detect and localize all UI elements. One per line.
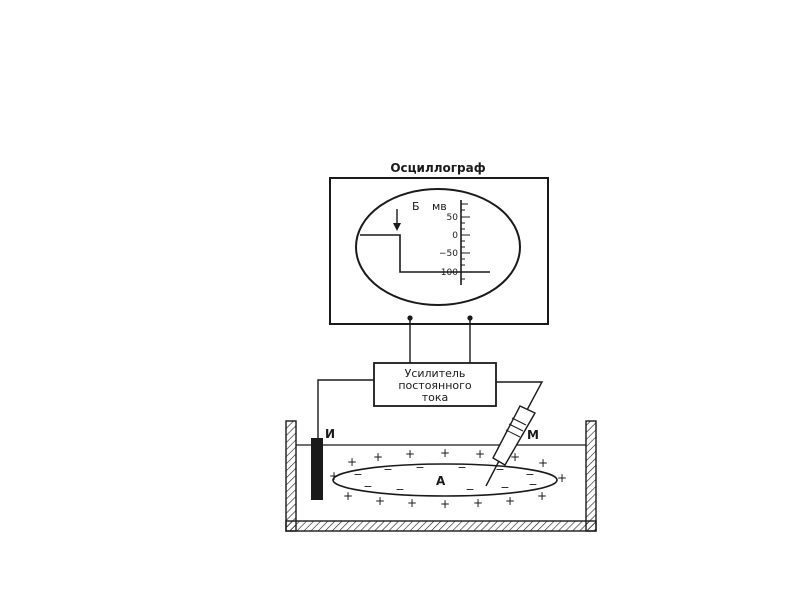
svg-text:−: − (525, 468, 534, 481)
svg-text:+: + (537, 489, 547, 503)
tick-label: −100 (433, 268, 458, 278)
amplifier-box (373, 362, 497, 407)
svg-text:+: + (538, 456, 548, 470)
screen-unit-label: мв (432, 200, 447, 213)
svg-text:+: + (347, 455, 357, 469)
electrode-label: И (325, 427, 335, 441)
svg-text:+: + (473, 496, 483, 510)
terminal-left (407, 315, 413, 363)
bath (285, 420, 597, 532)
svg-text:+: + (375, 494, 385, 508)
terminal-right (467, 315, 473, 363)
svg-text:+: + (440, 497, 450, 511)
amplifier-label-line1: Усилитель (405, 367, 466, 380)
svg-text:−: − (363, 480, 372, 493)
svg-text:−: − (465, 483, 474, 496)
oscillograph-box (329, 177, 549, 325)
svg-text:−: − (495, 463, 504, 476)
oscillograph-screen (355, 188, 521, 306)
screen-letter-label: Б (412, 200, 420, 213)
svg-text:−: − (500, 481, 509, 494)
outer-charges: + + + + + + + + + + + + + + + + (329, 446, 567, 511)
svg-text:+: + (405, 447, 415, 461)
cell-outline (332, 463, 558, 497)
svg-text:−: − (457, 461, 466, 474)
svg-text:−: − (395, 483, 404, 496)
svg-text:+: + (510, 450, 520, 464)
cell-label: А (436, 474, 446, 488)
tick-label: −50 (439, 249, 458, 259)
potential-trace (360, 234, 490, 273)
wire-to-microelectrode (496, 381, 544, 411)
svg-text:+: + (373, 450, 383, 464)
svg-text:+: + (505, 494, 515, 508)
microelectrode-label: М (527, 428, 539, 442)
amplifier-label-line2: постоянного (398, 379, 472, 392)
svg-text:+: + (343, 489, 353, 503)
svg-text:−: − (528, 478, 537, 491)
voltage-scale: 50 0 −50 −100 (433, 200, 470, 285)
oscillograph-title: Осциллограф (390, 161, 485, 175)
svg-text:+: + (557, 471, 567, 485)
wire-to-electrode (317, 379, 374, 440)
svg-text:+: + (329, 469, 339, 483)
inner-charges: − − − − − − − − − − − (353, 461, 537, 496)
tick-label: 50 (447, 213, 459, 223)
svg-text:−: − (415, 461, 424, 474)
amplifier-label-line3: тока (422, 391, 449, 404)
down-arrow-icon (393, 209, 401, 231)
svg-text:+: + (475, 447, 485, 461)
svg-text:−: − (353, 468, 362, 481)
tick-label: 0 (452, 231, 458, 241)
reference-electrode (311, 438, 323, 500)
svg-text:+: + (407, 496, 417, 510)
svg-text:−: − (383, 463, 392, 476)
svg-text:+: + (440, 446, 450, 460)
